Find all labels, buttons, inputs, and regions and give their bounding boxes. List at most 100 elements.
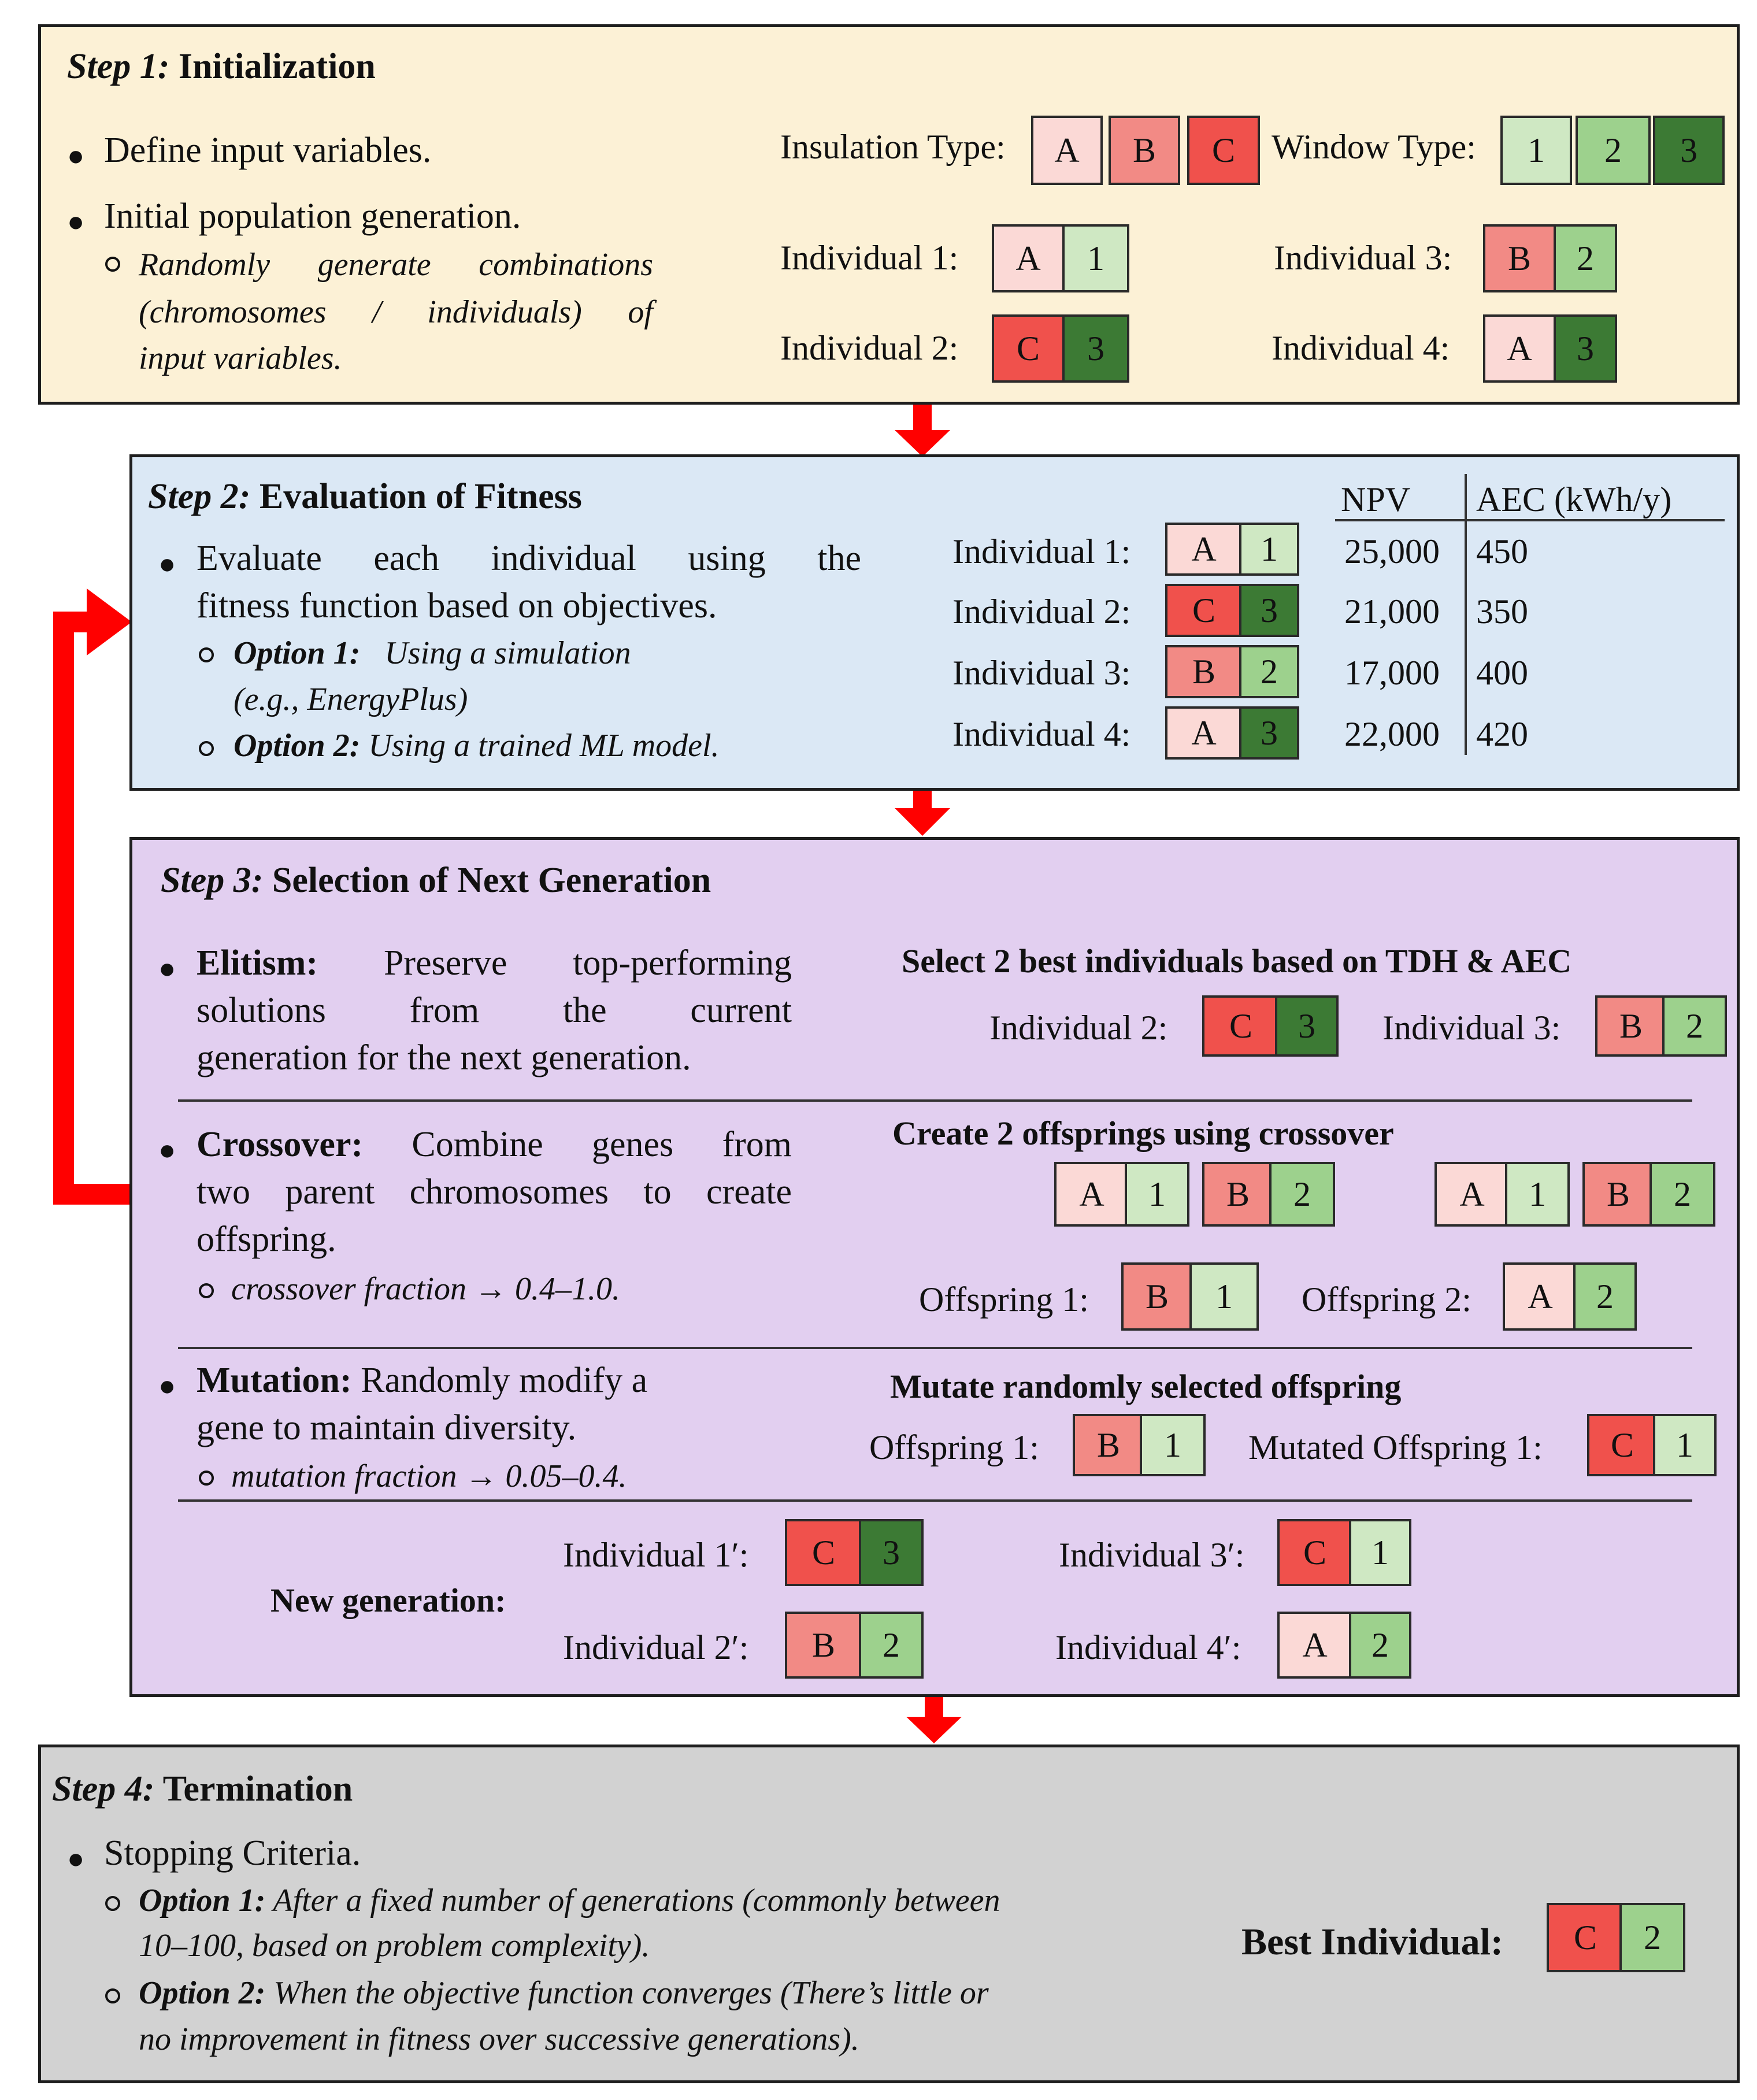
gene-cell: 3 <box>1239 706 1299 760</box>
window-type-label: Window Type: <box>1272 128 1476 166</box>
step1-title-text: Initialization <box>178 47 376 86</box>
aec-value: 350 <box>1476 592 1528 631</box>
sub-bullet-icon <box>199 647 214 662</box>
gene-cell: A <box>1165 523 1243 576</box>
mutation-line1: Mutation: Randomly modify a <box>197 1357 647 1404</box>
crossover-sub: crossover fraction → 0.4–1.0. <box>231 1271 620 1307</box>
step3-title-text: Selection of Next Generation <box>272 861 711 900</box>
gene-cell: 2 <box>859 1612 924 1679</box>
gene-cell: A <box>1434 1162 1510 1227</box>
gene-cell: A <box>1054 1162 1129 1227</box>
window-option-2: 2 <box>1576 116 1651 185</box>
step2-option1: Option 1: Using a simulation <box>233 630 631 677</box>
newgen-label: Individual 1′: <box>563 1536 749 1574</box>
elitism-line2: solutions from the current <box>197 991 792 1030</box>
step2-bullet-line2: fitness function based on objectives. <box>197 586 717 625</box>
gene-cell: 2 <box>1239 645 1299 698</box>
gene-cell: C <box>1547 1903 1624 1972</box>
step1-bullet2: Initial population generation. <box>104 197 521 236</box>
gene-cell: B <box>1595 995 1667 1057</box>
sub-bullet-icon <box>199 1283 214 1298</box>
section-divider <box>178 1099 1692 1102</box>
sub-bullet-icon <box>105 1896 120 1911</box>
down-arrow-3-4 <box>906 1697 962 1743</box>
fitness-row-label: Individual 3: <box>952 654 1131 692</box>
mutation-sub: mutation fraction → 0.05–0.4. <box>231 1458 627 1494</box>
step2-bullet-line1: Evaluate each individual using the <box>197 539 861 578</box>
offspring-label: Offspring 1: <box>919 1280 1089 1318</box>
window-option-3: 3 <box>1653 116 1725 185</box>
step3-title-number: Step 3: <box>161 861 264 900</box>
sub-bullet-icon <box>105 1988 120 2003</box>
step4-option2-line2: no improvement in fitness over successiv… <box>139 2021 859 2057</box>
gene-cell: 2 <box>1554 224 1617 292</box>
mutation-label: Mutation: <box>197 1361 352 1400</box>
step4-title: Step 4: Termination <box>52 1768 353 1810</box>
mutation-before-label: Offspring 1: <box>869 1428 1039 1466</box>
gene-cell: 2 <box>1349 1612 1411 1679</box>
insulation-option-a: A <box>1031 116 1103 185</box>
gene-cell: 2 <box>1269 1162 1335 1227</box>
gene-cell: 1 <box>1062 224 1129 292</box>
aec-value: 450 <box>1476 532 1528 571</box>
elitism-text: Preserve top-performing <box>383 943 792 983</box>
npv-value: 21,000 <box>1344 592 1440 631</box>
npv-value: 22,000 <box>1344 715 1440 753</box>
newgen-label: Individual 3′: <box>1059 1536 1245 1574</box>
newgen-label: Individual 4′: <box>1055 1628 1241 1666</box>
down-arrow-1-2 <box>895 405 950 457</box>
best-individual-label: Best Individual: <box>1241 1921 1503 1963</box>
gene-cell: B <box>1165 645 1243 698</box>
step3-box <box>129 837 1740 1697</box>
elitism-heading: Select 2 best individuals based on TDH &… <box>902 942 1572 980</box>
gene-cell: A <box>1277 1612 1352 1679</box>
npv-value: 25,000 <box>1344 532 1440 571</box>
bullet-icon: ● <box>67 205 85 238</box>
gene-cell: 1 <box>1189 1262 1259 1331</box>
elitism-line1: Elitism: Preserve top-performing <box>197 940 792 987</box>
gene-cell: A <box>992 224 1065 292</box>
window-option-1: 1 <box>1500 116 1572 185</box>
newgen-label: Individual 2′: <box>563 1628 749 1666</box>
gene-cell: A <box>1165 706 1243 760</box>
gene-cell: C <box>1202 995 1280 1057</box>
insulation-option-c: C <box>1187 116 1260 185</box>
step1-sub-line3: input variables. <box>139 340 342 376</box>
fitness-row-label: Individual 2: <box>952 592 1131 631</box>
step1-box <box>38 24 1740 405</box>
gene-cell: C <box>1165 584 1243 637</box>
step4-option2-label: Option 2: <box>139 1975 266 2011</box>
bullet-icon: ● <box>158 952 176 984</box>
gene-cell: 3 <box>1275 995 1339 1057</box>
section-divider <box>178 1347 1692 1349</box>
new-generation-label: New generation: <box>270 1582 506 1619</box>
elitism-line3: generation for the next generation. <box>197 1038 691 1077</box>
section-divider <box>178 1499 1692 1502</box>
elite-label: Individual 3: <box>1382 1009 1561 1047</box>
down-arrow-2-3 <box>895 790 950 836</box>
step4-option2-text: When the objective function converges (T… <box>273 1975 989 2011</box>
aec-value: 420 <box>1476 715 1528 753</box>
gene-cell: 2 <box>1619 1903 1685 1972</box>
step4-option2-line1: Option 2: When the objective function co… <box>139 1970 989 2017</box>
gene-cell: 3 <box>1239 584 1299 637</box>
crossover-line1: Crossover: Combine genes from <box>197 1121 792 1168</box>
gene-cell: 2 <box>1662 995 1727 1057</box>
step1-title-number: Step 1: <box>67 47 170 86</box>
step2-option1-line2: (e.g., EnergyPlus) <box>233 682 468 717</box>
step1-sub-line2: (chromosomes / individuals) of <box>139 294 653 330</box>
mutation-after-label: Mutated Offspring 1: <box>1248 1428 1543 1466</box>
gene-cell: 1 <box>1349 1519 1411 1586</box>
step4-box <box>38 1745 1740 2083</box>
gene-cell: 1 <box>1239 523 1299 576</box>
step1-individual-label: Individual 1: <box>780 239 959 277</box>
gene-cell: B <box>785 1612 862 1679</box>
insulation-type-label: Insulation Type: <box>780 128 1006 166</box>
step1-sub-line1: Randomly generate combinations <box>139 247 653 283</box>
step2-option1-label: Option 1: <box>233 635 361 671</box>
step1-individual-label: Individual 2: <box>780 329 959 367</box>
step2-box <box>129 454 1740 791</box>
fitness-row-label: Individual 1: <box>952 532 1131 571</box>
step1-individual-label: Individual 3: <box>1274 239 1452 277</box>
step3-title: Step 3: Selection of Next Generation <box>161 859 711 902</box>
